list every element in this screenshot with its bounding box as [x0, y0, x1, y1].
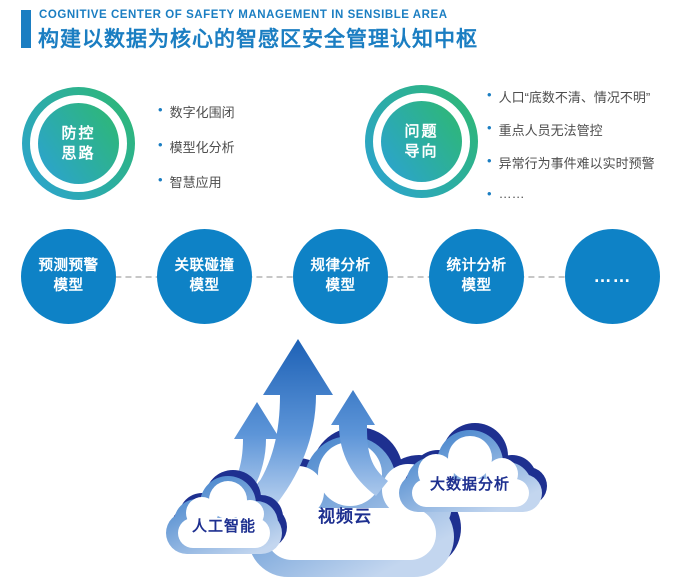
model-label: 关联碰撞 — [174, 257, 235, 274]
bullet-dot-icon: • — [158, 102, 163, 117]
model-label: …… — [593, 266, 632, 287]
badge-problem-oriented-label: 问题 导向 — [381, 101, 462, 182]
list-item: • 模型化分析 — [158, 137, 235, 156]
list-item: • 人口“底数不清、情况不明” — [487, 87, 655, 106]
ai-cloud-inner — [178, 481, 270, 548]
bullet-dot-icon: • — [487, 87, 492, 102]
badge-line: 防控 — [61, 125, 96, 142]
list-item-label: 数字化围闭 — [169, 105, 235, 120]
title-accent-bar — [21, 10, 31, 48]
list-item: • 重点人员无法管控 — [487, 120, 655, 139]
cloud-illustration: 视频云 人工智能 — [166, 339, 547, 577]
ai-cloud: 人工智能 — [166, 470, 287, 554]
list-item-label: 人口“底数不清、情况不明” — [498, 90, 651, 105]
title-english: COGNITIVE CENTER OF SAFETY MANAGEMENT IN… — [39, 9, 448, 21]
list-item-label: 重点人员无法管控 — [498, 123, 603, 138]
video-cloud: 视频云 — [248, 427, 461, 577]
model-label: 预测预警 — [38, 257, 99, 274]
problem-bullet-list: • 人口“底数不清、情况不明” • 重点人员无法管控 • 异常行为事件难以实时预… — [487, 87, 655, 216]
badge-problem-oriented: 问题 导向 — [365, 85, 478, 198]
model-circle-ellipsis: …… — [565, 229, 660, 324]
model-circle-association-collision: 关联碰撞 模型 — [157, 229, 252, 324]
bigdata-cloud: 大数据分析 — [399, 423, 547, 512]
model-label: 模型 — [53, 277, 84, 294]
model-label: 规律分析 — [310, 257, 371, 274]
model-label: 模型 — [461, 277, 492, 294]
up-arrow-right-icon — [331, 390, 388, 496]
model-label: 模型 — [325, 277, 356, 294]
bullet-dot-icon: • — [487, 120, 492, 135]
model-circle-prediction-warning: 预测预警 模型 — [21, 229, 116, 324]
page-title: 构建以数据为核心的智感区安全管理认知中枢 — [38, 28, 478, 51]
bigdata-cloud-label: 大数据分析 — [430, 475, 510, 493]
badge-line: 思路 — [61, 144, 96, 162]
list-item-label: 智慧应用 — [169, 175, 222, 190]
list-item-label: 模型化分析 — [169, 140, 235, 155]
list-item: • 异常行为事件难以实时预警 — [487, 153, 655, 172]
list-item: • 数字化围闭 — [158, 102, 235, 121]
badge-prevention-thinking: 防控 思路 — [22, 87, 135, 200]
bullet-dot-icon: • — [158, 172, 163, 187]
bullet-dot-icon: • — [487, 153, 492, 168]
model-label: 统计分析 — [446, 257, 507, 274]
list-item-label: 异常行为事件难以实时预警 — [498, 156, 655, 171]
list-item: • 智慧应用 — [158, 172, 235, 191]
list-item-label: …… — [498, 186, 525, 201]
up-arrow-center-icon — [235, 339, 333, 530]
bullet-dot-icon: • — [487, 186, 492, 201]
badge-line: 问题 — [404, 123, 439, 140]
model-circle-pattern-analysis: 规律分析 模型 — [293, 229, 388, 324]
badge-prevention-thinking-label: 防控 思路 — [38, 103, 119, 184]
model-label: 模型 — [189, 277, 220, 294]
list-item: • …… — [487, 186, 655, 202]
ai-cloud-label: 人工智能 — [192, 517, 256, 535]
bigdata-cloud-inner — [412, 436, 529, 507]
video-cloud-label: 视频云 — [318, 506, 372, 526]
prevention-bullet-list: • 数字化围闭 • 模型化分析 • 智慧应用 — [158, 102, 235, 207]
badge-line: 导向 — [404, 142, 439, 160]
model-circle-statistical-analysis: 统计分析 模型 — [429, 229, 524, 324]
bullet-dot-icon: • — [158, 137, 163, 152]
